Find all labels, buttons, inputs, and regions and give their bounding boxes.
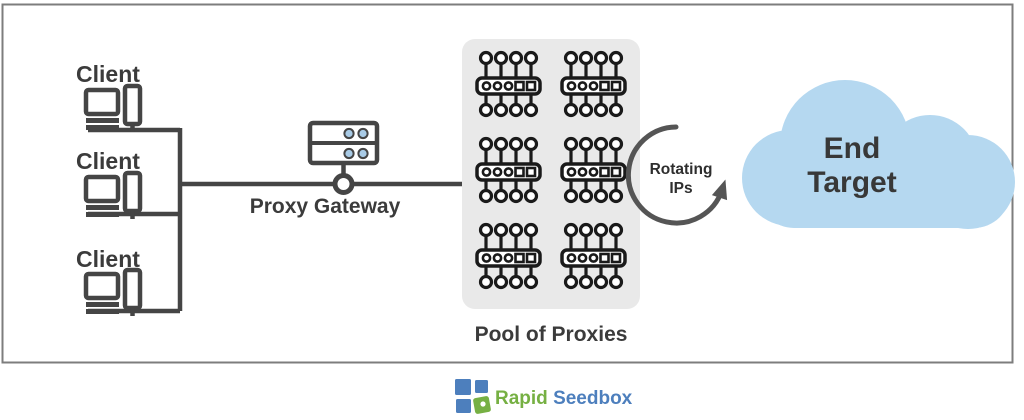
client-computer-icon [86,173,140,219]
client-node-1: Client [76,61,140,132]
pool-label: Pool of Proxies [475,323,628,346]
rapidseedbox-logo: Rapid Seedbox [455,379,633,414]
pool-of-proxies: Pool of Proxies [462,39,640,346]
client-computer-icon [86,270,140,316]
logo-text: Rapid Seedbox [495,388,633,409]
end-target-label-line2: Target [807,166,896,199]
logo-text-seedbox: Seedbox [553,388,633,409]
end-target-label-line1: End [824,132,881,165]
end-target-node: End Target [742,80,1015,229]
rotating-ips-label-line2: IPs [669,180,692,197]
rotating-arrow-icon [625,124,728,226]
rotating-ips-label-line1: Rotating [650,161,713,178]
logo-grid-icon [455,379,491,414]
client-node-2: Client [76,148,140,219]
client-node-3: Client [76,246,140,316]
rotating-ips: Rotating IPs [625,124,728,226]
client-label: Client [76,148,140,174]
client-label: Client [76,61,140,87]
proxy-gateway-node: Proxy Gateway [250,120,401,218]
cloud-icon [742,80,1015,229]
server-indicator-dots [343,127,369,160]
logo-text-rapid: Rapid [495,388,548,409]
client-computer-icon [86,86,140,132]
gateway-port-node [332,173,355,195]
proxy-gateway-label: Proxy Gateway [250,195,401,218]
client-label: Client [76,246,140,272]
